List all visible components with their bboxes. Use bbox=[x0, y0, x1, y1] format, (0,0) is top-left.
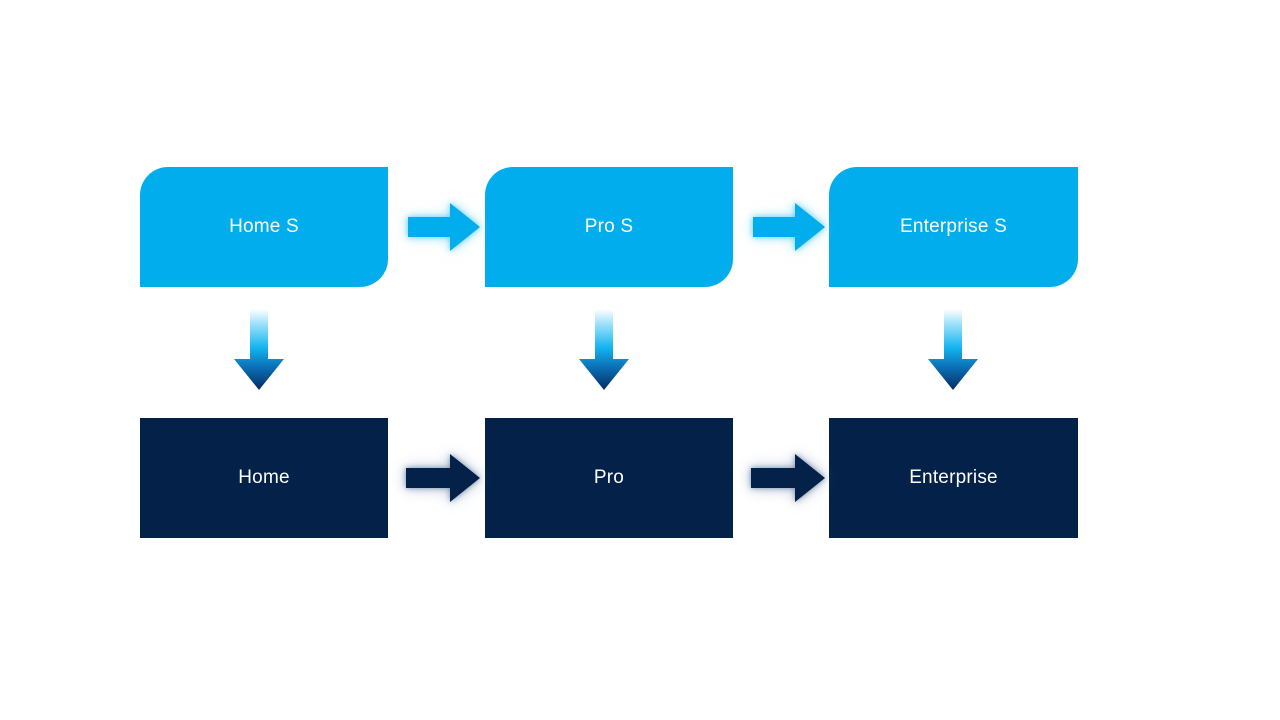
node-home[interactable]: Home bbox=[140, 418, 388, 538]
node-enterprise-s[interactable]: Enterprise S bbox=[829, 167, 1078, 287]
node-pro-label: Pro bbox=[593, 466, 625, 488]
node-enterprise-s-label: Enterprise S bbox=[900, 215, 1007, 237]
arrow-right-pro-to-enterprise bbox=[751, 452, 825, 504]
arrow-right-home-s-to-pro-s bbox=[408, 201, 480, 253]
arrow-down-pro-s-to-pro bbox=[578, 309, 630, 391]
node-pro-s[interactable]: Pro S bbox=[485, 167, 733, 287]
node-home-s[interactable]: Home S bbox=[140, 167, 388, 287]
arrow-down-home-s-to-home bbox=[233, 309, 285, 391]
arrow-right-home-to-pro bbox=[406, 452, 480, 504]
arrow-down-enterprise-s-to-enterprise bbox=[927, 309, 979, 391]
node-home-s-label: Home S bbox=[229, 215, 299, 237]
node-pro[interactable]: Pro bbox=[485, 418, 733, 538]
node-enterprise-label: Enterprise bbox=[909, 466, 998, 488]
node-pro-s-label: Pro S bbox=[584, 215, 634, 237]
node-home-label: Home bbox=[238, 466, 290, 488]
arrow-right-pro-s-to-enterprise-s bbox=[753, 201, 825, 253]
node-enterprise[interactable]: Enterprise bbox=[829, 418, 1078, 538]
